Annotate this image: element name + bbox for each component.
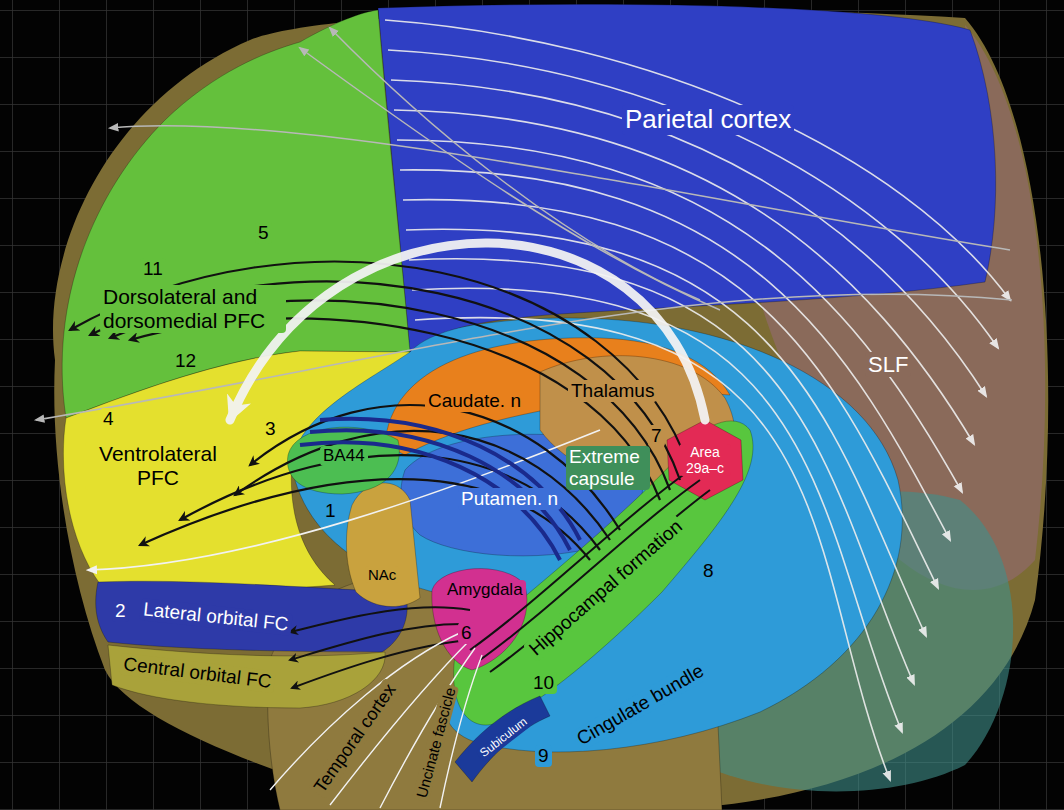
ba44-fiber bbox=[320, 419, 580, 540]
return-fibers bbox=[36, 28, 1012, 420]
slf-fiber bbox=[400, 170, 950, 540]
region-label: Parietal cortex bbox=[622, 105, 794, 135]
uncinate-fiber bbox=[380, 648, 475, 808]
pfc-arc bbox=[235, 431, 610, 540]
pfc-arc bbox=[70, 262, 690, 470]
region-label: Area 29a–c bbox=[679, 444, 731, 476]
slf-fiber bbox=[415, 318, 890, 780]
region-label: Amygdala bbox=[444, 580, 526, 600]
return-fiber bbox=[36, 294, 1012, 420]
uncinate-fiber bbox=[330, 640, 470, 805]
return-fiber bbox=[300, 48, 720, 310]
slf-fiber bbox=[412, 288, 902, 732]
region-label: Ventrolateral PFC bbox=[85, 442, 231, 490]
callout-number: 7 bbox=[648, 425, 665, 447]
region-outline bbox=[455, 696, 550, 782]
slf-fiber bbox=[394, 110, 974, 444]
cortex-area: BA44 bbox=[284, 418, 404, 496]
hippocampal-fibers bbox=[470, 470, 710, 672]
region-outline bbox=[287, 427, 399, 494]
tract-name: Uncinate fascicle bbox=[411, 682, 459, 802]
pfc-arc bbox=[140, 479, 590, 560]
region-label: BA44 bbox=[320, 446, 368, 466]
nucleus-region: Amygdala bbox=[430, 562, 532, 670]
region-shape bbox=[344, 476, 420, 610]
callout-number: 11 bbox=[140, 258, 166, 280]
slf-fiber bbox=[409, 259, 914, 684]
tract-name: Extreme capsule bbox=[566, 446, 650, 490]
hippocampal-fiber bbox=[480, 480, 700, 660]
cortex-region: Central orbital FC bbox=[108, 645, 388, 708]
slf-fiber bbox=[391, 80, 986, 396]
orbital-arrow bbox=[290, 624, 468, 660]
ba44-fiber bbox=[300, 442, 560, 560]
fiber-arrow bbox=[230, 243, 705, 420]
region-label: Thalamus bbox=[568, 380, 657, 402]
pfc-arcs bbox=[70, 262, 690, 560]
return-fiber bbox=[110, 126, 1010, 250]
region-shape bbox=[376, 0, 1004, 354]
region-label: Dorsolateral and dorsomedial PFC bbox=[100, 285, 286, 333]
slf-fiber bbox=[385, 20, 1010, 300]
cortex-area: Area 29a–c bbox=[667, 420, 743, 500]
callout-number: 8 bbox=[700, 560, 717, 582]
slf-fiber bbox=[397, 140, 962, 492]
cortex-region: Parietal cortex bbox=[376, 0, 1004, 354]
orbital-fiber bbox=[88, 430, 600, 570]
orbital-arrows bbox=[290, 607, 470, 688]
tract-name: SLF bbox=[865, 352, 911, 377]
hippocampal-fiber bbox=[490, 490, 710, 672]
callout-number: 1 bbox=[322, 500, 339, 522]
slf-fiber bbox=[406, 229, 926, 636]
ba44-fiber bbox=[310, 430, 570, 550]
pfc-arc bbox=[110, 300, 670, 490]
region-outline bbox=[667, 420, 743, 500]
callout-number: 9 bbox=[535, 745, 552, 767]
region-label: NAc bbox=[365, 566, 399, 583]
region-outline bbox=[108, 645, 385, 708]
orbital-arrow bbox=[290, 607, 470, 632]
slf-fiber bbox=[403, 200, 938, 588]
nucleus-region: NAc bbox=[344, 476, 420, 610]
uncinate-fibers bbox=[270, 632, 482, 808]
orbital-arrow bbox=[292, 640, 470, 688]
callout-number: 3 bbox=[262, 418, 279, 440]
hippocampal-fiber bbox=[470, 470, 690, 650]
callout-number: 4 bbox=[100, 408, 117, 430]
slf-fibers bbox=[385, 20, 1010, 780]
region-outline bbox=[346, 483, 420, 607]
region-outline bbox=[432, 569, 527, 670]
region-label: Putamen. n bbox=[458, 488, 561, 510]
callout-number: 5 bbox=[255, 222, 272, 244]
region-shape bbox=[430, 562, 532, 670]
slf-fiber bbox=[388, 50, 998, 348]
callout-number: 2 bbox=[112, 600, 129, 622]
pfc-arc bbox=[130, 318, 660, 500]
return-fiber bbox=[330, 28, 700, 300]
region-outline bbox=[378, 4, 996, 352]
callout-number: 6 bbox=[458, 622, 475, 644]
region-label: Caudate. n bbox=[425, 390, 524, 412]
ba44-fibers bbox=[300, 419, 580, 560]
callout-number: 10 bbox=[530, 672, 557, 694]
callout-number: 12 bbox=[172, 350, 199, 372]
pfc-arc bbox=[250, 405, 620, 530]
region-outline bbox=[290, 318, 902, 752]
limbic-region: Subiculum bbox=[455, 696, 550, 782]
pfc-arc bbox=[180, 455, 600, 550]
